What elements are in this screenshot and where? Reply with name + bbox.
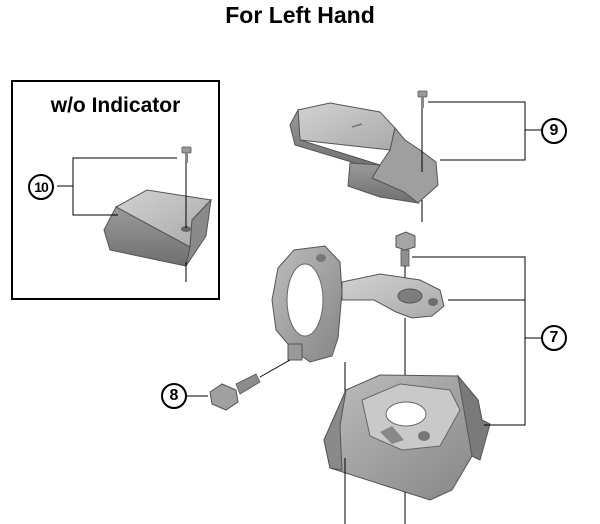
indicator-cover-part	[289, 102, 439, 204]
clamp-band-part	[271, 245, 445, 363]
inset-screw	[181, 146, 192, 163]
callout-7: 7	[541, 325, 567, 351]
callout-10: 10	[28, 174, 54, 200]
page-title: For Left Hand	[225, 2, 375, 28]
inset-title: w/o Indicator	[50, 94, 181, 117]
clamp-bolt	[209, 373, 261, 411]
base-body-part	[323, 374, 491, 501]
inset-box-without-indicator: w/o Indicator	[11, 80, 220, 300]
mounting-bolt	[395, 231, 416, 267]
callout-8: 8	[161, 383, 187, 409]
callout-9: 9	[541, 118, 567, 144]
cover-screw	[417, 90, 428, 108]
inset-cover-part	[103, 189, 213, 267]
